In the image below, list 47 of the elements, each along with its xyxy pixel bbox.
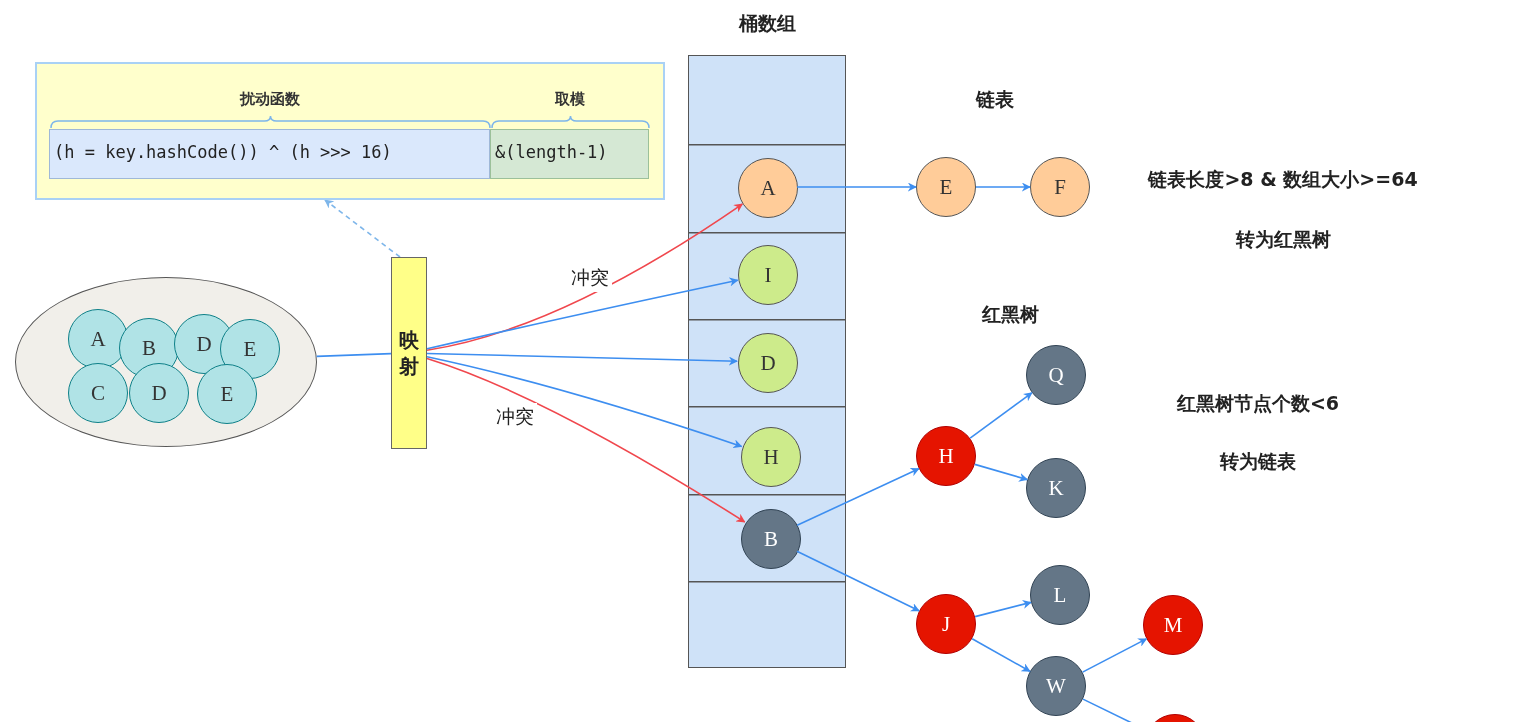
- code-text: (h = key.hashCode()) ^ (h >>> 16): [54, 142, 392, 162]
- circle-node: B: [741, 509, 801, 569]
- circle-node: D: [129, 363, 189, 423]
- arrow: [975, 182, 1031, 192]
- bar-label: 映射: [398, 327, 420, 379]
- condition-note: 红黑树节点个数<6: [1176, 391, 1340, 416]
- circle-node: E: [197, 364, 257, 424]
- condition-note: 链表长度>8 & 数组大小>=64: [1148, 167, 1418, 192]
- circle-node: K: [1026, 458, 1086, 518]
- circle-node: L: [1030, 565, 1090, 625]
- brace-label: 取模: [553, 90, 586, 109]
- circle-node: W: [1026, 656, 1086, 716]
- arrow: [324, 199, 401, 258]
- circle-node: H: [916, 426, 976, 486]
- arrow: [974, 463, 1029, 482]
- arrow: [796, 467, 920, 527]
- arrow: [426, 352, 738, 366]
- circle-node: Q: [1026, 345, 1086, 405]
- circle-node: F: [1030, 157, 1090, 217]
- formula-panel: [35, 62, 665, 200]
- circle-node: H: [741, 427, 801, 487]
- connector-line: [315, 352, 392, 358]
- arrow: [969, 392, 1033, 439]
- code-text: &(length-1): [495, 142, 608, 162]
- arrow: [971, 637, 1031, 673]
- arrow: [1081, 638, 1148, 673]
- mapping-bar: [391, 257, 427, 449]
- arrow: [426, 203, 744, 352]
- arrow: [974, 600, 1032, 618]
- arrow: [426, 277, 739, 350]
- circle-node: I: [738, 245, 798, 305]
- arrow: [426, 356, 743, 449]
- circle-node: D: [738, 333, 798, 393]
- arrow: [426, 357, 746, 523]
- condition-note: 转为链表: [1220, 449, 1296, 474]
- circle-node: E: [916, 157, 976, 217]
- arrow: [796, 182, 917, 192]
- circle-node: A: [738, 158, 798, 218]
- brace-label: 扰动函数: [238, 90, 301, 109]
- condition-note: 转为红黑树: [1235, 227, 1331, 252]
- section-title: 红黑树: [981, 302, 1039, 327]
- circle-node: M: [1143, 595, 1203, 655]
- circle-node: C: [68, 363, 128, 423]
- arrow: [796, 550, 920, 612]
- circle-node: J: [916, 594, 976, 654]
- array-title: 桶数组: [737, 11, 797, 36]
- section-title: 链表: [976, 87, 1014, 112]
